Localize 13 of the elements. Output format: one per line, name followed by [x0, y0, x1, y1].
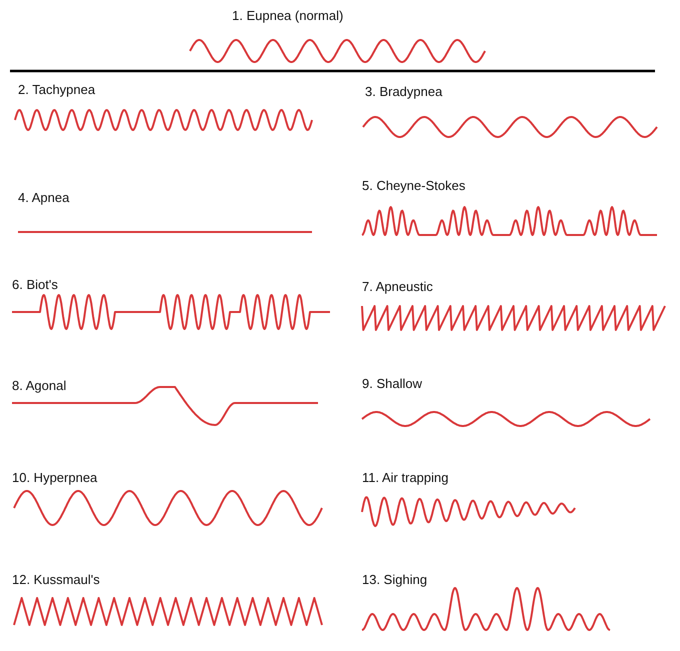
pattern-label: 9. Shallow: [362, 376, 422, 392]
pattern-label: 3. Bradypnea: [365, 84, 442, 100]
pattern-label: 5. Cheyne-Stokes: [362, 178, 466, 194]
pattern-label: 13. Sighing: [362, 572, 428, 588]
pattern-label: 4. Apnea: [18, 190, 70, 206]
pattern-label: 11. Air trapping: [362, 470, 448, 486]
pattern-label: 7. Apneustic: [362, 279, 433, 295]
pattern-label: 2. Tachypnea: [18, 82, 96, 98]
pattern-label: 12. Kussmaul's: [12, 572, 100, 588]
pattern-label: 6. Biot's: [12, 277, 58, 293]
pattern-label: 8. Agonal: [12, 378, 66, 394]
pattern-label: 10. Hyperpnea: [12, 470, 98, 486]
pattern-label: 1. Eupnea (normal): [232, 8, 344, 24]
